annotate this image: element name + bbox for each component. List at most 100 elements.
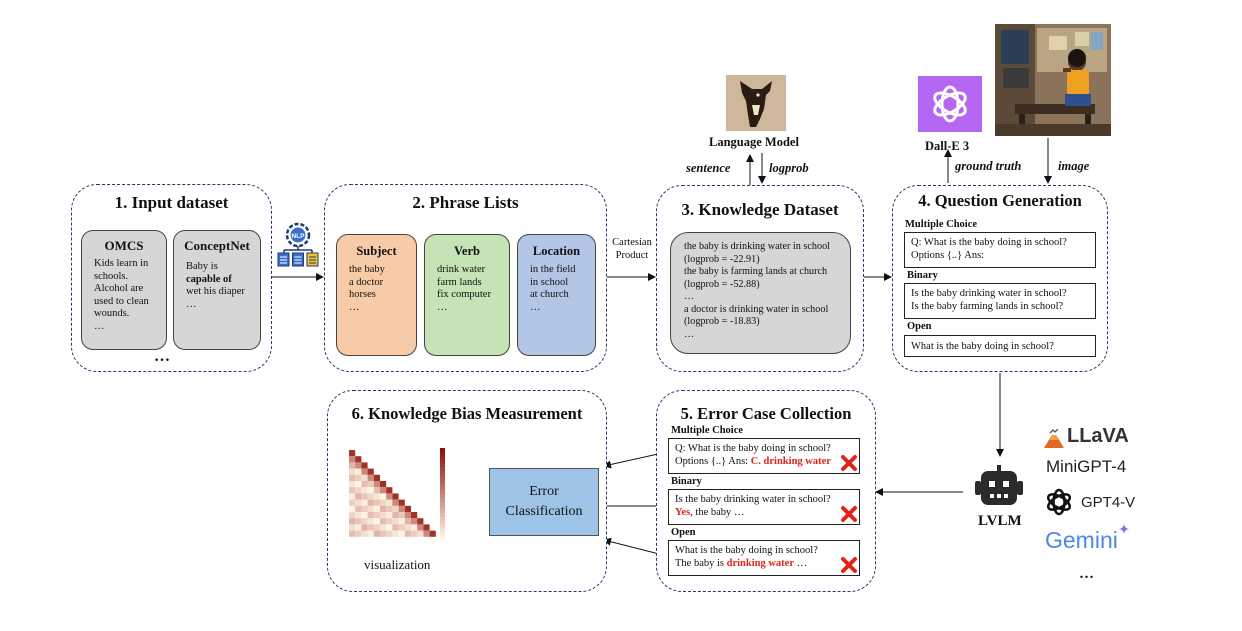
knowledge-line: (logprob = -18.83) xyxy=(684,316,760,327)
heatmap-cell xyxy=(367,487,374,494)
location-box: Location in the field in school at churc… xyxy=(517,234,596,356)
heatmap-cell xyxy=(349,524,356,531)
mc-line: Options {..} Ans: xyxy=(911,250,985,261)
heatmap-cell xyxy=(380,505,387,512)
heatmap-cell xyxy=(386,505,393,512)
heatmap-cell xyxy=(380,524,387,531)
wrong-x-icon xyxy=(840,505,858,523)
panel-title: 3. Knowledge Dataset xyxy=(681,200,839,219)
gemini-logo: Gemini xyxy=(1045,524,1140,558)
colorbar-segment xyxy=(440,451,445,457)
panel-title: 4. Question Generation xyxy=(918,191,1082,210)
heatmap-cell xyxy=(367,493,374,500)
omcs-line: wounds. xyxy=(94,308,130,319)
colorbar-segment xyxy=(440,455,445,460)
ground-truth-label: ground truth xyxy=(955,159,1022,173)
section-label-open: Open xyxy=(671,527,696,538)
colorbar-segment xyxy=(440,494,445,499)
binary-error-box: Is the baby drinking water in school? Ye… xyxy=(668,489,860,525)
heatmap-cell xyxy=(417,524,424,531)
openai-icon xyxy=(1047,488,1071,516)
knowledge-dataset-box: the baby is drinking water in school (lo… xyxy=(670,232,851,354)
location-item: … xyxy=(530,301,541,313)
heatmap-cell xyxy=(349,450,356,457)
more-datasets-ellipsis: … xyxy=(154,348,170,365)
openai-logo-icon xyxy=(918,76,982,132)
knowledge-line: the baby is farming lands at church xyxy=(684,266,828,277)
panel-title: 2. Phrase Lists xyxy=(412,193,519,212)
heatmap-cell xyxy=(349,462,356,469)
colorbar-segment xyxy=(440,474,445,480)
heatmap-cell xyxy=(349,530,356,537)
colorbar-segment xyxy=(440,459,445,464)
verb-box: Verb drink water farm lands fix computer… xyxy=(424,234,510,356)
heatmap-cell xyxy=(380,518,387,525)
heatmap-cell xyxy=(355,468,362,475)
heatmap-cell xyxy=(373,505,380,512)
subject-item: the baby xyxy=(349,264,385,275)
heatmap-cell xyxy=(373,530,380,537)
conceptnet-line: Baby is xyxy=(186,261,218,272)
cartesian-product-label: Cartesian Product xyxy=(608,237,656,262)
heatmap-cell xyxy=(392,524,399,531)
open-error-answer-line: The baby is drinking water … xyxy=(675,557,853,570)
heatmap-cell xyxy=(386,518,393,525)
heatmap-cell xyxy=(355,524,362,531)
heatmap-cell xyxy=(361,524,368,531)
heatmap-cell xyxy=(380,493,387,500)
open-error-prefix: The baby is xyxy=(675,558,727,569)
error-box-line: Error xyxy=(529,484,559,499)
heatmap-cell xyxy=(398,524,405,531)
heatmap-cell xyxy=(423,530,430,537)
heatmap-cell xyxy=(392,512,399,519)
panel-knowledge-dataset: 3. Knowledge Dataset the baby is drinkin… xyxy=(656,185,864,372)
knowledge-line: (logprob = -52.88) xyxy=(684,278,760,290)
heatmap-cell xyxy=(380,499,387,506)
mc-wrong-answer: C. drinking water xyxy=(750,456,831,467)
conceptnet-box: ConceptNet Baby is capable of wet his di… xyxy=(173,230,261,350)
colorbar-segment xyxy=(440,524,445,529)
heatmap-cell xyxy=(349,499,356,506)
robot-icon xyxy=(972,465,1026,507)
heatmap-cell xyxy=(386,493,393,500)
heatmap-cell xyxy=(355,518,362,525)
wrong-x-icon xyxy=(840,556,858,574)
heatmap-cell xyxy=(386,499,393,506)
heatmap-cell xyxy=(349,493,356,500)
gpt4v-label: GPT4-V xyxy=(1081,494,1136,511)
panel-title: 5. Error Case Collection xyxy=(680,404,852,423)
nlp-icon-text: NLP xyxy=(292,233,306,240)
heatmap-cell xyxy=(398,530,405,537)
colorbar-segment xyxy=(440,501,445,506)
heatmap-cell xyxy=(361,518,368,525)
panel-knowledge-bias-measurement: 6. Knowledge Bias Measurement visualizat… xyxy=(327,390,607,592)
sparkle-icon xyxy=(1119,524,1129,534)
panel-input-dataset: 1. Input dataset OMCS Kids learn in scho… xyxy=(71,184,272,372)
panel-phrase-lists: 2. Phrase Lists Subject the baby a docto… xyxy=(324,184,607,372)
conceptnet-line: wet his diaper xyxy=(186,286,245,297)
subject-title: Subject xyxy=(356,244,397,258)
heatmap-cell xyxy=(373,524,380,531)
heatmap-cell xyxy=(355,456,362,463)
colorbar-segment xyxy=(440,478,445,483)
verb-item: … xyxy=(437,301,448,313)
heatmap-cell xyxy=(367,474,374,481)
dalle-label: Dall-E 3 xyxy=(925,139,970,153)
llava-logo: LLaVA xyxy=(1043,425,1138,451)
heatmap-cell xyxy=(392,518,399,525)
heatmap-cell xyxy=(404,505,411,512)
verb-title: Verb xyxy=(454,244,480,258)
heatmap-cell xyxy=(355,505,362,512)
language-model-icon xyxy=(726,75,786,131)
colorbar-segment xyxy=(440,482,445,487)
panel-title: 1. Input dataset xyxy=(114,193,229,212)
colorbar-segment xyxy=(440,448,445,453)
open-error-line: What is the baby doing in school? xyxy=(675,545,818,556)
location-title: Location xyxy=(532,244,581,258)
section-label-multiple-choice: Multiple Choice xyxy=(671,425,744,436)
heatmap-cell xyxy=(361,462,368,469)
binary-wrong-answer: Yes xyxy=(675,507,691,518)
heatmap-cell xyxy=(367,499,374,506)
heatmap-cell xyxy=(417,530,424,537)
mc-line: Q: What is the baby doing in school? xyxy=(911,237,1067,248)
